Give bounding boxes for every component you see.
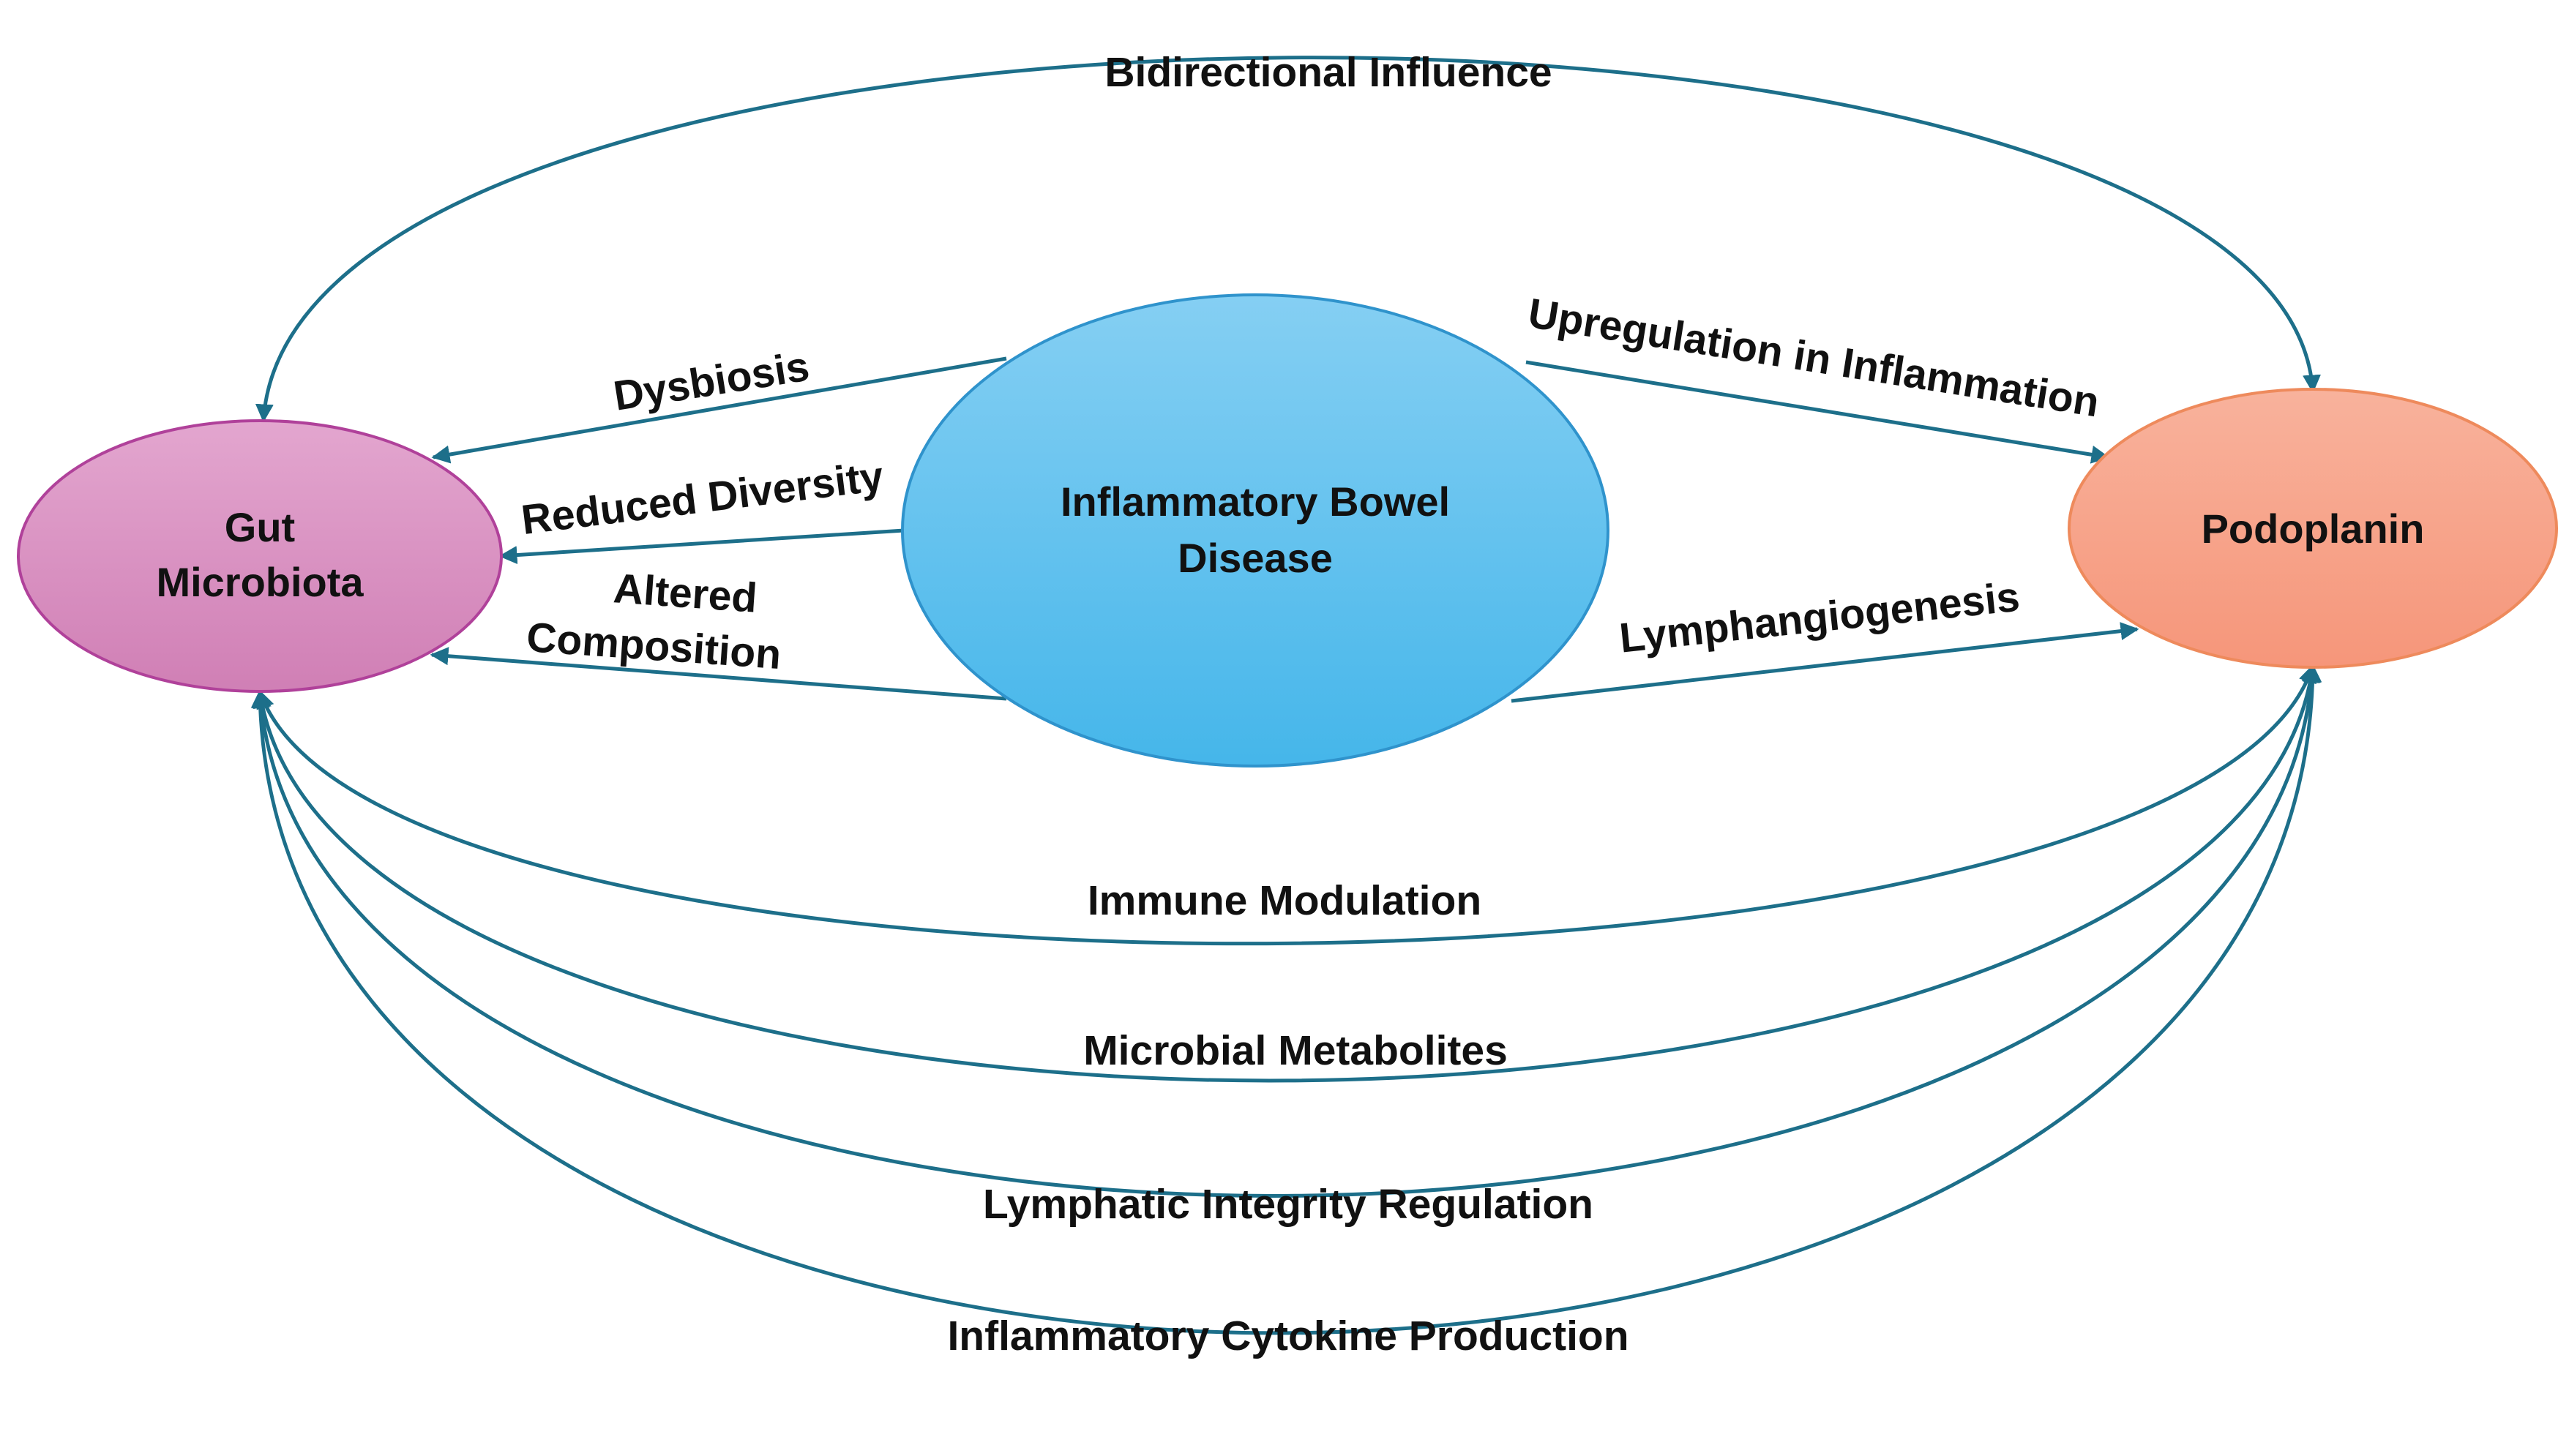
bidirectional-influence-arrow <box>255 56 2321 423</box>
microbial-metabolites-arrow <box>253 664 2320 1083</box>
ibd-label-line1: Inflammatory Bowel <box>1061 479 1450 525</box>
ibd-ellipse <box>901 293 1609 768</box>
bidirectional-influence-label: Bidirectional Influence <box>1104 49 1552 96</box>
upregulation-label: Upregulation in Inflammation <box>1525 290 2103 427</box>
node-ibd: Inflammatory Bowel Disease <box>901 293 1609 768</box>
podoplanin-label: Podoplanin <box>2202 506 2425 552</box>
edges <box>250 56 2322 1335</box>
lymphatic-integrity-label: Lymphatic Integrity Regulation <box>983 1181 1593 1228</box>
cytokine-production-label: Inflammatory Cytokine Production <box>947 1313 1628 1359</box>
immune-modulation-arrow <box>256 664 2316 946</box>
gut-microbiota-label-line2: Microbiota <box>156 559 364 605</box>
dysbiosis-arrow <box>431 356 1007 464</box>
reduced-diversity-arrow <box>498 528 905 565</box>
immune-modulation-label: Immune Modulation <box>1088 877 1481 924</box>
altered-composition-label-line1: Altered <box>612 565 758 622</box>
cytokine-production-arrow <box>250 664 2322 1335</box>
altered-composition-label-line2: Composition <box>525 614 782 678</box>
microbial-metabolites-label: Microbial Metabolites <box>1083 1027 1508 1074</box>
node-podoplanin: Podoplanin <box>2068 388 2558 669</box>
upregulation-arrow <box>1525 360 2110 464</box>
ibd-label-line2: Disease <box>1178 535 1333 581</box>
reduced-diversity-label: Reduced Diversity <box>519 453 886 544</box>
podoplanin-ellipse <box>2068 388 2558 669</box>
node-gut-microbiota: Gut Microbiota <box>17 419 503 693</box>
gut-microbiota-label-line1: Gut <box>225 504 295 550</box>
lymphatic-integrity-arrow <box>252 664 2322 1198</box>
gut-microbiota-ellipse <box>17 419 503 693</box>
